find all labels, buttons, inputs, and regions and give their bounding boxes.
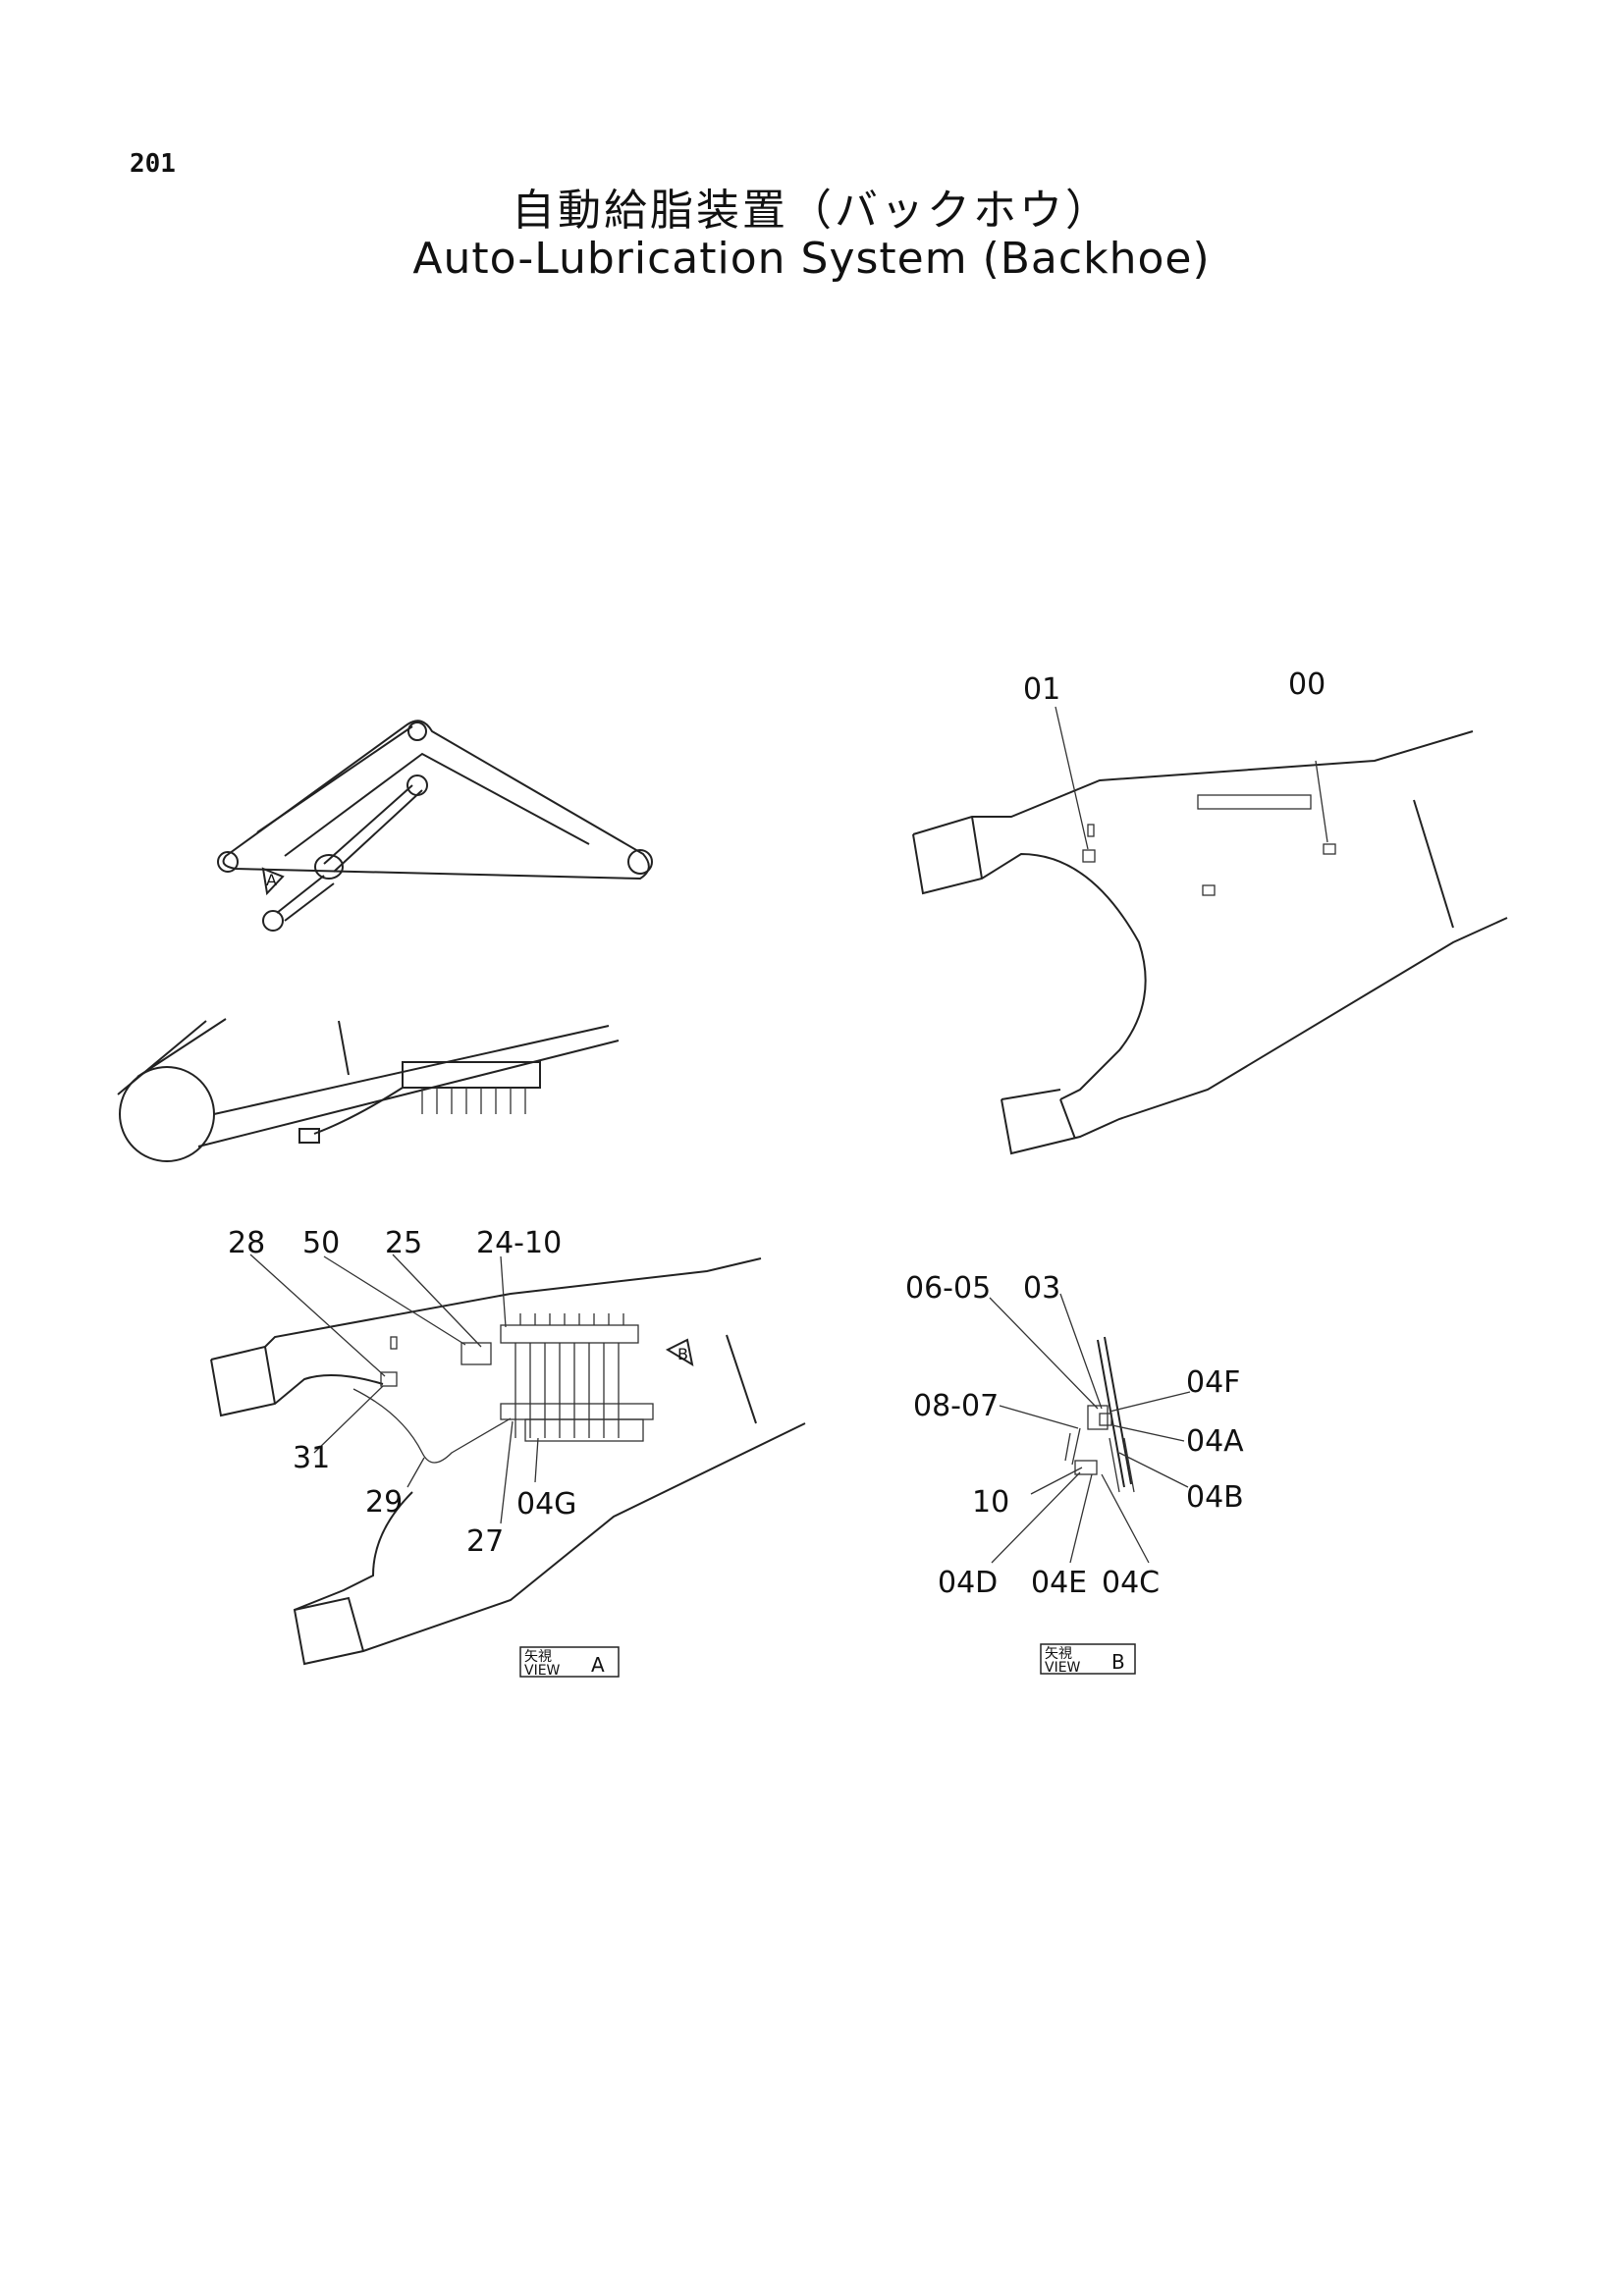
arm-plan-view-drawing: 01 00 bbox=[912, 667, 1508, 1155]
callout-04d: 04D bbox=[938, 1566, 998, 1600]
callout-04f: 04F bbox=[1186, 1365, 1240, 1400]
callout-29: 29 bbox=[365, 1485, 403, 1520]
callout-04c: 04C bbox=[1102, 1566, 1160, 1600]
callout-24-10: 24-10 bbox=[476, 1226, 562, 1260]
view-b-drawing: 06-05 03 04F 08-07 04A 10 04B 04D 04E 04… bbox=[905, 1271, 1244, 1676]
callout-04b: 04B bbox=[1186, 1480, 1244, 1515]
title-english: Auto-Lubrication System (Backhoe) bbox=[412, 234, 1211, 284]
svg-text:矢視: 矢視 bbox=[1045, 1646, 1072, 1662]
svg-text:VIEW: VIEW bbox=[1045, 1660, 1081, 1676]
callout-04g: 04G bbox=[516, 1487, 576, 1522]
callout-31: 31 bbox=[293, 1441, 330, 1475]
svg-text:VIEW: VIEW bbox=[524, 1663, 561, 1679]
page-number: 201 bbox=[130, 149, 176, 179]
arrow-a-label: A bbox=[266, 871, 277, 889]
svg-text:矢視: 矢視 bbox=[524, 1649, 552, 1665]
svg-text:A: A bbox=[591, 1653, 605, 1677]
callout-27: 27 bbox=[466, 1524, 504, 1559]
view-b-caption: 矢視 VIEW B bbox=[1040, 1643, 1136, 1676]
callout-03: 03 bbox=[1023, 1271, 1060, 1306]
arrow-b-label: B bbox=[677, 1345, 688, 1363]
callout-50: 50 bbox=[302, 1226, 340, 1260]
boom-overview-drawing: A bbox=[217, 720, 653, 932]
callout-28: 28 bbox=[228, 1226, 265, 1260]
callout-04e: 04E bbox=[1031, 1566, 1087, 1600]
callout-25: 25 bbox=[385, 1226, 422, 1260]
callout-06-05: 06-05 bbox=[905, 1271, 991, 1306]
view-a-caption: 矢視 VIEW A bbox=[519, 1646, 620, 1679]
svg-text:B: B bbox=[1111, 1650, 1125, 1674]
callout-01: 01 bbox=[1023, 672, 1060, 707]
callout-08-07: 08-07 bbox=[913, 1389, 999, 1423]
callout-10: 10 bbox=[972, 1485, 1009, 1520]
callout-04a: 04A bbox=[1186, 1424, 1244, 1459]
title-japanese: 自動給脂装置（バックホウ） bbox=[512, 186, 1111, 236]
side-view-drawing bbox=[117, 1018, 620, 1162]
view-a-drawing: B 28 50 25 24-10 31 29 27 04G 矢視 VIEW A bbox=[210, 1226, 806, 1679]
callout-00: 00 bbox=[1288, 667, 1325, 702]
